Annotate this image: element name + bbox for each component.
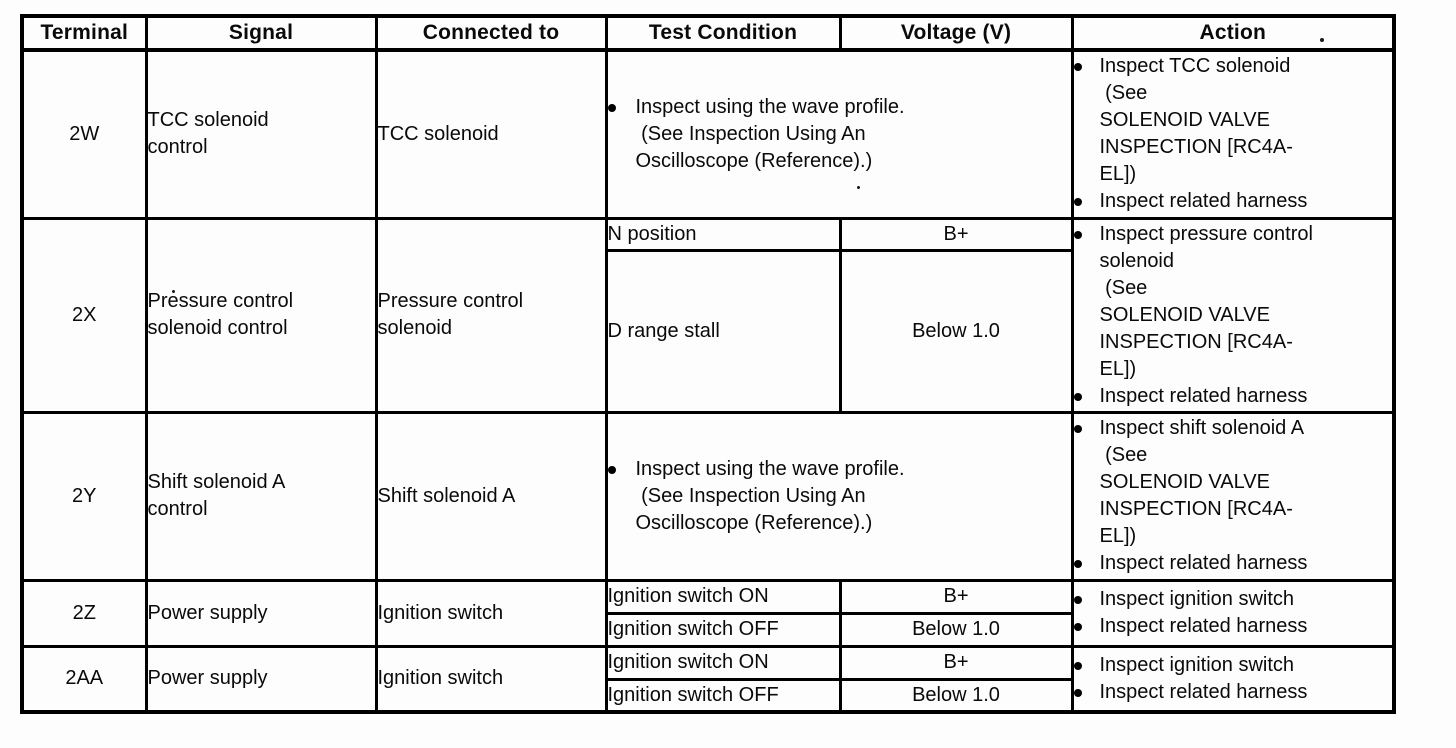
table-header-row: Terminal Signal Connected to Test Condit… <box>20 14 1396 52</box>
action-cell: Inspect ignition switch Inspect related … <box>1070 644 1396 714</box>
voltage-cell: Below 1.0 <box>838 248 1074 414</box>
col-header-signal: Signal <box>144 14 378 52</box>
bullet-icon <box>1075 425 1082 433</box>
action-item: Inspect related harness <box>1075 613 1391 640</box>
test-condition-cell: Inspect using the wave profile. (See Ins… <box>604 410 1074 582</box>
terminal-cell: 2AA <box>20 644 148 714</box>
action-text: Inspect related harness <box>1099 552 1308 574</box>
signal-cell: Power supply <box>144 644 378 714</box>
action-cell: Inspect ignition switch Inspect related … <box>1070 578 1396 648</box>
test-condition-cell: Ignition switch ON <box>604 644 842 681</box>
test-condition-cell: D range stall <box>604 248 842 414</box>
bullet-icon <box>1075 198 1082 207</box>
bullet-icon <box>1075 661 1082 670</box>
terminal-cell: 2Y <box>20 410 148 582</box>
terminal-cell: 2X <box>20 216 148 414</box>
action-cell: Inspect shift solenoid A (See SOLENOID V… <box>1070 410 1396 582</box>
scan-speck <box>857 186 860 189</box>
scan-speck <box>1320 38 1324 42</box>
action-text: Inspect shift solenoid A (See SOLENOID V… <box>1099 417 1305 547</box>
table-row-2x-sub: D range stall Below 1.0 <box>22 248 1394 414</box>
signal-cell: Power supply <box>144 578 378 648</box>
col-header-action: Action <box>1070 14 1396 52</box>
action-text: Inspect related harness <box>1099 384 1308 407</box>
test-condition-text: Inspect using the wave profile. (See Ins… <box>635 95 905 172</box>
signal-cell: Pressure control solenoid control <box>144 216 378 414</box>
test-condition-cell: Ignition switch OFF <box>604 611 842 648</box>
bullet-icon <box>1075 230 1082 239</box>
action-item: Inspect pressure control solenoid (See S… <box>1075 221 1391 383</box>
table-row-2x: 2X Pressure control solenoid control Pre… <box>20 216 1396 414</box>
voltage-cell: B+ <box>838 216 1074 252</box>
connected-to-cell: Shift solenoid A <box>374 410 608 582</box>
scan-speck <box>172 290 175 293</box>
action-item: Inspect ignition switch <box>1075 586 1391 613</box>
test-condition-cell: Ignition switch OFF <box>604 677 842 714</box>
table-row-2w: 2W TCC solenoid control TCC solenoid Ins… <box>20 48 1396 220</box>
test-condition-text: Inspect using the wave profile. (See Ins… <box>635 457 905 534</box>
action-text: Inspect ignition switch <box>1099 653 1295 676</box>
bullet-icon <box>1075 596 1082 604</box>
bullet-icon <box>1075 560 1082 568</box>
action-cell: Inspect TCC solenoid (See SOLENOID VALVE… <box>1070 48 1396 220</box>
bullet-icon <box>1075 623 1082 631</box>
action-item: Inspect ignition switch <box>1075 652 1391 679</box>
voltage-cell: Below 1.0 <box>838 611 1074 648</box>
test-condition-cell: Inspect using the wave profile. (See Ins… <box>604 48 1074 220</box>
col-header-terminal: Terminal <box>20 14 148 52</box>
table-row-2z: 2Z Power supply Ignition switch Ignition… <box>20 578 1396 648</box>
connected-to-cell: Ignition switch <box>374 644 608 714</box>
table-row-2z-sub: Ignition switch OFF Below 1.0 <box>22 611 1394 648</box>
table-row-2aa: 2AA Power supply Ignition switch Ignitio… <box>20 644 1396 714</box>
action-item: Inspect related harness <box>1075 550 1391 577</box>
action-text: Inspect pressure control solenoid (See S… <box>1099 222 1313 380</box>
action-item: Inspect related harness <box>1075 383 1391 410</box>
action-text: Inspect ignition switch <box>1099 588 1295 610</box>
connected-to-cell: TCC solenoid <box>374 48 608 220</box>
bullet-icon <box>609 103 616 112</box>
test-condition-cell: Ignition switch ON <box>604 578 842 615</box>
action-item: Inspect related harness <box>1075 188 1391 215</box>
col-header-test-condition: Test Condition <box>604 14 842 52</box>
col-header-connected-to: Connected to <box>374 14 608 52</box>
action-item: Inspect shift solenoid A (See SOLENOID V… <box>1075 415 1391 550</box>
action-text: Inspect related harness <box>1099 190 1308 213</box>
voltage-cell: B+ <box>838 644 1074 681</box>
connected-to-cell: Ignition switch <box>374 578 608 648</box>
terminal-voltage-table: Terminal Signal Connected to Test Condit… <box>20 14 1396 714</box>
terminal-cell: 2W <box>20 48 148 220</box>
bullet-icon <box>1075 63 1082 72</box>
connected-to-cell: Pressure control solenoid <box>374 216 608 414</box>
test-condition-item: Inspect using the wave profile. (See Ins… <box>609 94 1069 175</box>
table-row-2y: 2Y Shift solenoid A control Shift soleno… <box>20 410 1396 582</box>
col-header-voltage: Voltage (V) <box>838 14 1074 52</box>
signal-cell: TCC solenoid control <box>144 48 378 220</box>
action-text: Inspect TCC solenoid (See SOLENOID VALVE… <box>1099 55 1293 186</box>
action-text: Inspect related harness <box>1099 615 1308 637</box>
terminal-cell: 2Z <box>20 578 148 648</box>
action-text: Inspect related harness <box>1099 680 1308 703</box>
table-row-2aa-sub: Ignition switch OFF Below 1.0 <box>22 677 1394 714</box>
bullet-icon <box>1075 392 1082 401</box>
voltage-cell: Below 1.0 <box>838 677 1074 714</box>
bullet-icon <box>609 465 616 474</box>
bullet-icon <box>1075 688 1082 697</box>
voltage-cell: B+ <box>838 578 1074 615</box>
test-condition-item: Inspect using the wave profile. (See Ins… <box>609 456 1069 537</box>
test-condition-cell: N position <box>604 216 842 252</box>
action-item: Inspect TCC solenoid (See SOLENOID VALVE… <box>1075 53 1391 188</box>
signal-cell: Shift solenoid A control <box>144 410 378 582</box>
action-item: Inspect related harness <box>1075 679 1391 706</box>
action-cell: Inspect pressure control solenoid (See S… <box>1070 216 1396 414</box>
